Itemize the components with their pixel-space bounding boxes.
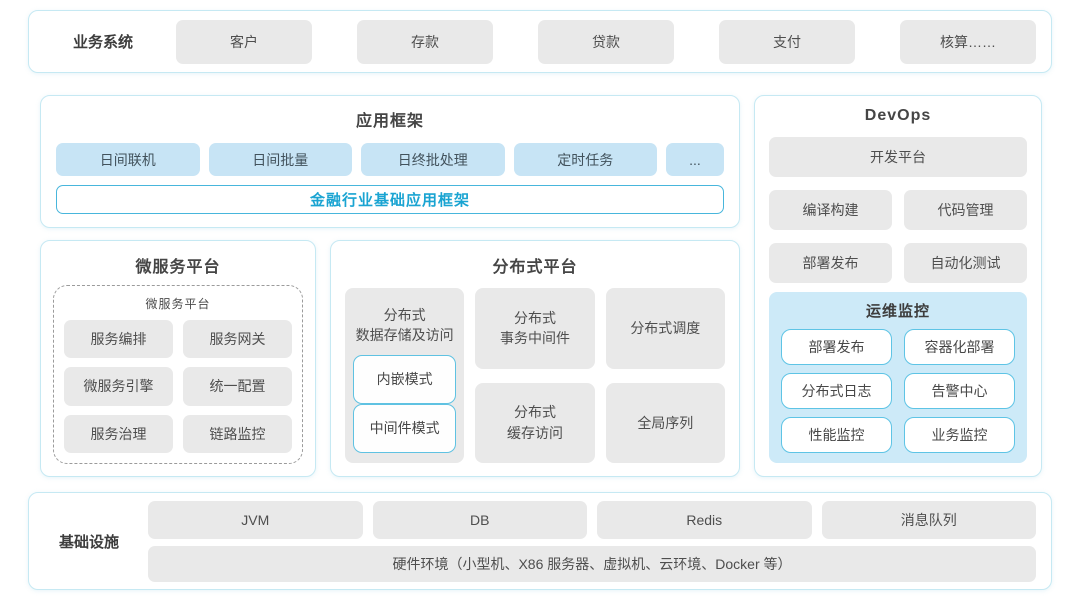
distributed-columns: 分布式 数据存储及访问 内嵌模式 中间件模式 分布式 事务中间件 分布式 缓存访… <box>345 288 725 463</box>
section-distributed-platform: 分布式平台 分布式 数据存储及访问 内嵌模式 中间件模式 分布式 事务中间件 分… <box>330 240 740 477</box>
microservice-items: 服务编排 服务网关 微服务引擎 统一配置 服务治理 链路监控 <box>64 320 292 453</box>
microservice-item: 链路监控 <box>183 414 292 453</box>
devops-platform-box: 开发平台 <box>769 137 1027 177</box>
app-framework-title: 应用框架 <box>355 113 424 130</box>
distributed-middle-column: 分布式 事务中间件 分布式 缓存访问 <box>475 288 595 463</box>
monitoring-item: 分布式日志 <box>781 373 892 409</box>
business-system-item: 存款 <box>357 19 493 64</box>
ops-monitoring-title: 运维监控 <box>865 303 930 320</box>
distributed-platform-title: 分布式平台 <box>492 259 578 276</box>
business-system-item: 支付 <box>719 19 855 64</box>
ops-monitoring-items: 部署发布 容器化部署 分布式日志 告警中心 性能监控 业务监控 <box>781 329 1015 453</box>
app-framework-item: 日终批处理 <box>361 143 505 176</box>
section-infrastructure: 基础设施 JVM DB Redis 消息队列 硬件环境（小型机、X86 服务器、… <box>28 492 1052 590</box>
monitoring-item: 告警中心 <box>904 373 1015 409</box>
distributed-item: 分布式调度 <box>605 288 725 369</box>
devops-item: 代码管理 <box>904 190 1027 230</box>
infrastructure-label: 基础设施 <box>58 533 119 551</box>
microservice-inner-box: 微服务平台 服务编排 服务网关 微服务引擎 统一配置 服务治理 链路监控 <box>53 285 303 464</box>
microservice-item: 统一配置 <box>183 367 292 406</box>
distributed-storage-title: 分布式 数据存储及访问 <box>355 307 454 344</box>
monitoring-item: 业务监控 <box>904 417 1015 453</box>
infrastructure-item: Redis <box>597 500 812 539</box>
platforms-row: 微服务平台 微服务平台 服务编排 服务网关 微服务引擎 统一配置 服务治理 链路… <box>40 240 740 477</box>
microservice-inner-title: 微服务平台 <box>145 297 211 311</box>
distributed-item: 分布式 缓存访问 <box>475 382 595 463</box>
devops-item: 自动化测试 <box>904 243 1027 283</box>
infrastructure-item: DB <box>372 500 587 539</box>
monitoring-item: 性能监控 <box>781 417 892 453</box>
devops-item: 部署发布 <box>769 243 892 283</box>
hardware-environment-box: 硬件环境（小型机、X86 服务器、虚拟机、云环境、Docker 等） <box>148 545 1036 582</box>
business-system-item: 核算…… <box>900 19 1036 64</box>
microservice-item: 微服务引擎 <box>64 367 173 406</box>
devops-item: 编译构建 <box>769 190 892 230</box>
section-business-systems: 业务系统 客户 存款 贷款 支付 核算…… <box>28 10 1052 73</box>
distributed-item: 全局序列 <box>605 382 725 463</box>
distributed-item: 分布式 事务中间件 <box>475 288 595 369</box>
monitoring-item: 部署发布 <box>781 329 892 365</box>
main-area: 应用框架 日间联机 日间批量 日终批处理 定时任务 ... 金融行业基础应用框架… <box>40 95 1042 477</box>
section-microservice-platform: 微服务平台 微服务平台 服务编排 服务网关 微服务引擎 统一配置 服务治理 链路… <box>40 240 316 477</box>
app-framework-items: 日间联机 日间批量 日终批处理 定时任务 ... <box>56 143 724 176</box>
app-framework-item: 日间批量 <box>208 143 352 176</box>
app-framework-item: 日间联机 <box>56 143 200 176</box>
app-framework-item: 定时任务 <box>513 143 657 176</box>
infrastructure-item: JVM <box>148 500 363 539</box>
microservice-platform-title: 微服务平台 <box>135 259 221 276</box>
infrastructure-items: JVM DB Redis 消息队列 <box>148 500 1036 539</box>
business-systems-label: 业务系统 <box>72 34 133 51</box>
business-systems-items: 客户 存款 贷款 支付 核算…… <box>176 19 1036 64</box>
devops-items: 编译构建 代码管理 部署发布 自动化测试 <box>769 190 1027 283</box>
business-system-item: 客户 <box>176 19 312 64</box>
monitoring-item: 容器化部署 <box>904 329 1015 365</box>
infrastructure-item: 消息队列 <box>821 500 1036 539</box>
storage-mode-item: 内嵌模式 <box>353 354 457 404</box>
section-app-framework: 应用框架 日间联机 日间批量 日终批处理 定时任务 ... 金融行业基础应用框架 <box>40 95 740 228</box>
distributed-storage-box: 分布式 数据存储及访问 内嵌模式 中间件模式 <box>345 288 465 463</box>
distributed-storage-column: 分布式 数据存储及访问 内嵌模式 中间件模式 <box>345 288 465 463</box>
infrastructure-rows: JVM DB Redis 消息队列 硬件环境（小型机、X86 服务器、虚拟机、云… <box>148 500 1036 582</box>
storage-mode-item: 中间件模式 <box>353 403 457 453</box>
microservice-item: 服务治理 <box>64 414 173 453</box>
distributed-right-column: 分布式调度 全局序列 <box>605 288 725 463</box>
microservice-item: 服务编排 <box>64 320 173 359</box>
devops-title: DevOps <box>864 107 932 124</box>
left-column: 应用框架 日间联机 日间批量 日终批处理 定时任务 ... 金融行业基础应用框架… <box>40 95 740 477</box>
app-framework-item-more: ... <box>666 143 724 176</box>
base-framework-box: 金融行业基础应用框架 <box>56 185 724 214</box>
ops-monitoring-box: 运维监控 部署发布 容器化部署 分布式日志 告警中心 性能监控 业务监控 <box>769 292 1027 463</box>
business-system-item: 贷款 <box>538 19 674 64</box>
microservice-item: 服务网关 <box>183 320 292 359</box>
section-devops: DevOps 开发平台 编译构建 代码管理 部署发布 自动化测试 运维监控 部署… <box>754 95 1042 477</box>
